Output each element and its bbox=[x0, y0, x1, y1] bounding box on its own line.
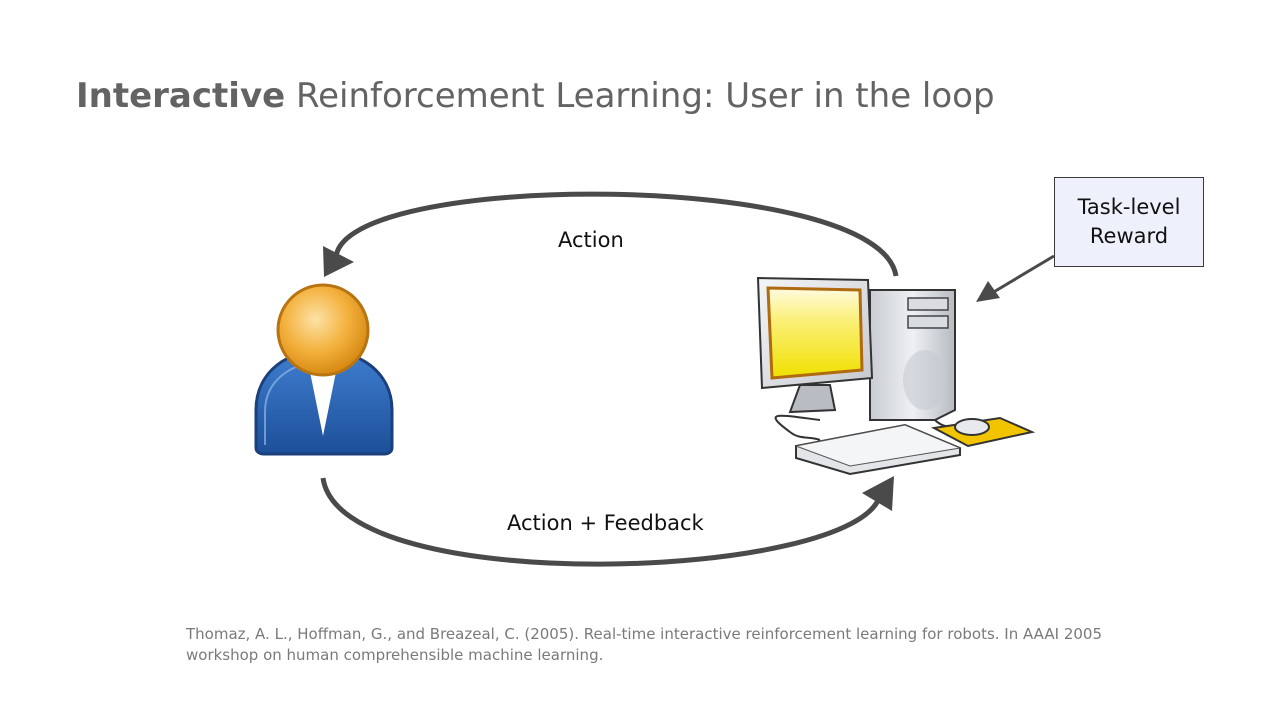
action-feedback-label: Action + Feedback bbox=[507, 511, 704, 535]
title-bold: Interactive bbox=[76, 76, 286, 116]
action-feedback-arrow bbox=[320, 476, 894, 567]
reward-arrowhead bbox=[976, 281, 1000, 302]
action-arrowhead bbox=[323, 246, 354, 277]
action-label: Action bbox=[558, 228, 624, 252]
title-rest: Reinforcement Learning: User in the loop bbox=[295, 76, 995, 116]
user-icon bbox=[254, 283, 394, 456]
task-level-reward-box: Task-level Reward bbox=[1054, 177, 1204, 267]
reward-arrow bbox=[976, 254, 1055, 302]
computer-icon bbox=[756, 276, 1036, 476]
task-level-reward-label: Task-level Reward bbox=[1077, 195, 1181, 248]
citation: Thomaz, A. L., Hoffman, G., and Breazeal… bbox=[186, 625, 1102, 664]
action-feedback-arrowhead bbox=[862, 476, 894, 511]
slide-title: Interactive Reinforcement Learning: User… bbox=[76, 76, 995, 116]
action-arrow bbox=[323, 191, 899, 277]
